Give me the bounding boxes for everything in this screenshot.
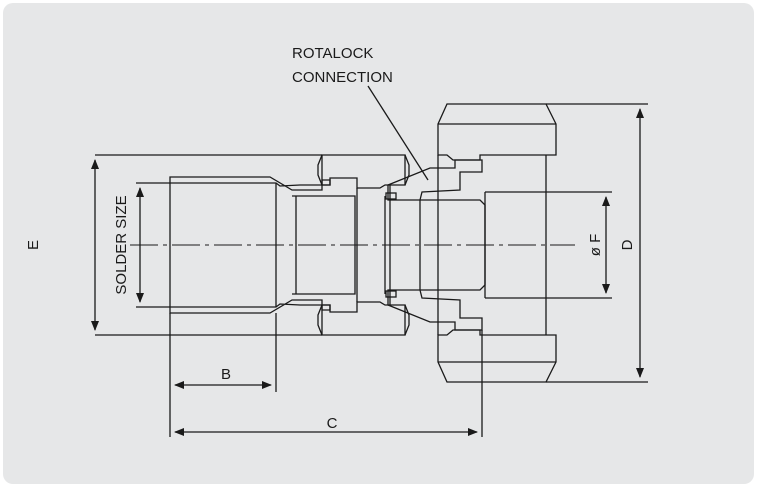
callout-line1: ROTALOCK <box>292 45 373 62</box>
dimension-c <box>174 330 483 437</box>
label-solder-size: SOLDER SIZE <box>113 195 130 294</box>
diagram-panel <box>3 3 754 484</box>
label-d: D <box>619 239 636 250</box>
callout-leader <box>367 85 429 181</box>
label-e: E <box>25 240 42 250</box>
dimension-e <box>91 154 322 336</box>
dimension-b <box>169 313 277 437</box>
dimension-f <box>485 191 612 299</box>
callout-line2: CONNECTION <box>292 69 393 86</box>
rotalock-nut <box>437 103 557 383</box>
label-c: C <box>327 415 338 432</box>
label-b: B <box>221 366 231 383</box>
label-f: ø F <box>587 234 604 257</box>
dimension-solder-size <box>136 182 170 308</box>
dimension-d <box>546 103 648 383</box>
